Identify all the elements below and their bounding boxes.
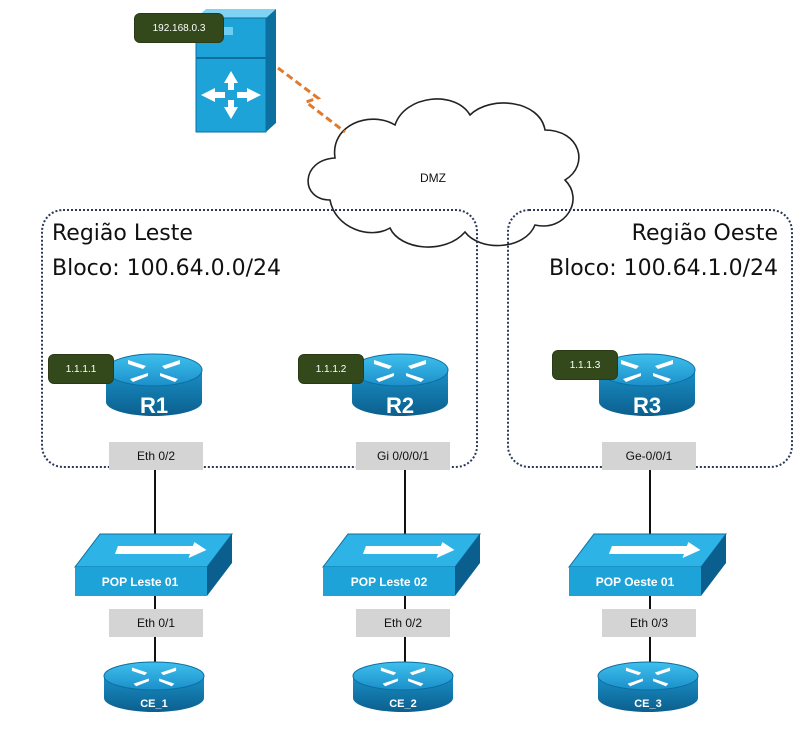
dmz-label: DMZ bbox=[420, 171, 446, 185]
region-oeste-name: Região Oeste bbox=[631, 221, 778, 246]
ce-router-3-icon bbox=[597, 661, 699, 712]
switch-1-interface: Eth 0/1 bbox=[109, 609, 203, 637]
server-ip-badge: 192.168.0.3 bbox=[134, 13, 224, 43]
region-leste-name: Região Leste bbox=[52, 221, 193, 246]
router-r3-icon bbox=[598, 353, 696, 416]
router-r2-interface: Gi 0/0/0/1 bbox=[356, 442, 450, 470]
router-r1-interface: Eth 0/2 bbox=[109, 442, 203, 470]
switch-pop-oeste-01-icon bbox=[567, 533, 728, 596]
router-r3-ip-badge: 1.1.1.3 bbox=[552, 350, 618, 380]
switch-3-interface: Eth 0/3 bbox=[602, 609, 696, 637]
switch-2-interface: Eth 0/2 bbox=[356, 609, 450, 637]
wan-link-dashed bbox=[277, 66, 346, 134]
switch-pop-leste-01-icon bbox=[73, 533, 234, 596]
ce-router-1-icon bbox=[103, 661, 205, 712]
region-leste-block: Bloco: 100.64.0.0/24 bbox=[52, 256, 281, 281]
region-oeste-block: Bloco: 100.64.1.0/24 bbox=[549, 256, 778, 281]
region-leste-box bbox=[41, 209, 478, 468]
router-r1-icon bbox=[105, 353, 203, 416]
router-r2-ip-badge: 1.1.1.2 bbox=[298, 354, 364, 384]
router-r2-icon bbox=[351, 353, 449, 416]
switch-pop-leste-02-icon bbox=[321, 533, 482, 596]
ce-router-2-icon bbox=[352, 661, 454, 712]
router-r3-interface: Ge-0/0/1 bbox=[602, 442, 696, 470]
router-r1-ip-badge: 1.1.1.1 bbox=[48, 354, 114, 384]
